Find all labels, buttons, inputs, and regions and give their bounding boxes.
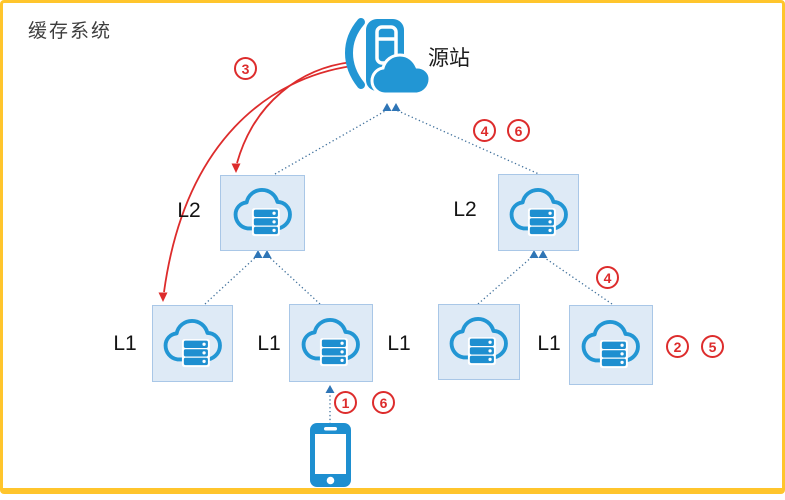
cache-node-l1-4 [569, 305, 653, 385]
red-curve-origin-to-l2left [236, 61, 353, 164]
step-badge-4-right: 4 [596, 266, 619, 289]
link-l12-l2left [266, 254, 321, 305]
node-label-l1-1: L1 [113, 332, 137, 355]
cloud-server-icon [233, 187, 292, 239]
link-l2left-origin [274, 109, 388, 175]
node-label-l1-2: L1 [257, 332, 281, 355]
link-l13-l2right [477, 255, 534, 305]
cloud-server-icon [581, 319, 640, 371]
step-badge-1: 1 [334, 391, 357, 414]
node-label-l2-right: L2 [453, 198, 477, 221]
node-label-l1-3: L1 [387, 332, 411, 355]
step-badge-4-top: 4 [473, 119, 496, 142]
origin-label: 源站 [428, 47, 470, 70]
cloud-server-icon [163, 318, 222, 369]
smartphone-icon [310, 423, 351, 487]
cloud-server-icon [449, 316, 508, 368]
cache-node-l1-1 [152, 305, 233, 382]
origin-server-cloud-icon [344, 18, 432, 96]
link-l11-l2left [204, 254, 259, 305]
node-label-l1-4: L1 [537, 332, 561, 355]
diagram-title: 缓存系统 [28, 21, 113, 42]
cloud-server-icon [301, 317, 360, 369]
step-badge-5: 5 [701, 335, 724, 358]
step-badge-6-top: 6 [507, 119, 530, 142]
cloud-server-icon [509, 187, 568, 238]
step-badge-3: 3 [234, 57, 257, 80]
cache-node-l2-right [498, 174, 579, 251]
cache-node-l1-2 [289, 304, 373, 382]
cache-node-l1-3 [438, 304, 520, 380]
node-label-l2-left: L2 [177, 199, 201, 222]
step-badge-2: 2 [666, 335, 689, 358]
cache-node-l2-left [220, 175, 305, 251]
step-badge-6-bottom: 6 [372, 391, 395, 414]
